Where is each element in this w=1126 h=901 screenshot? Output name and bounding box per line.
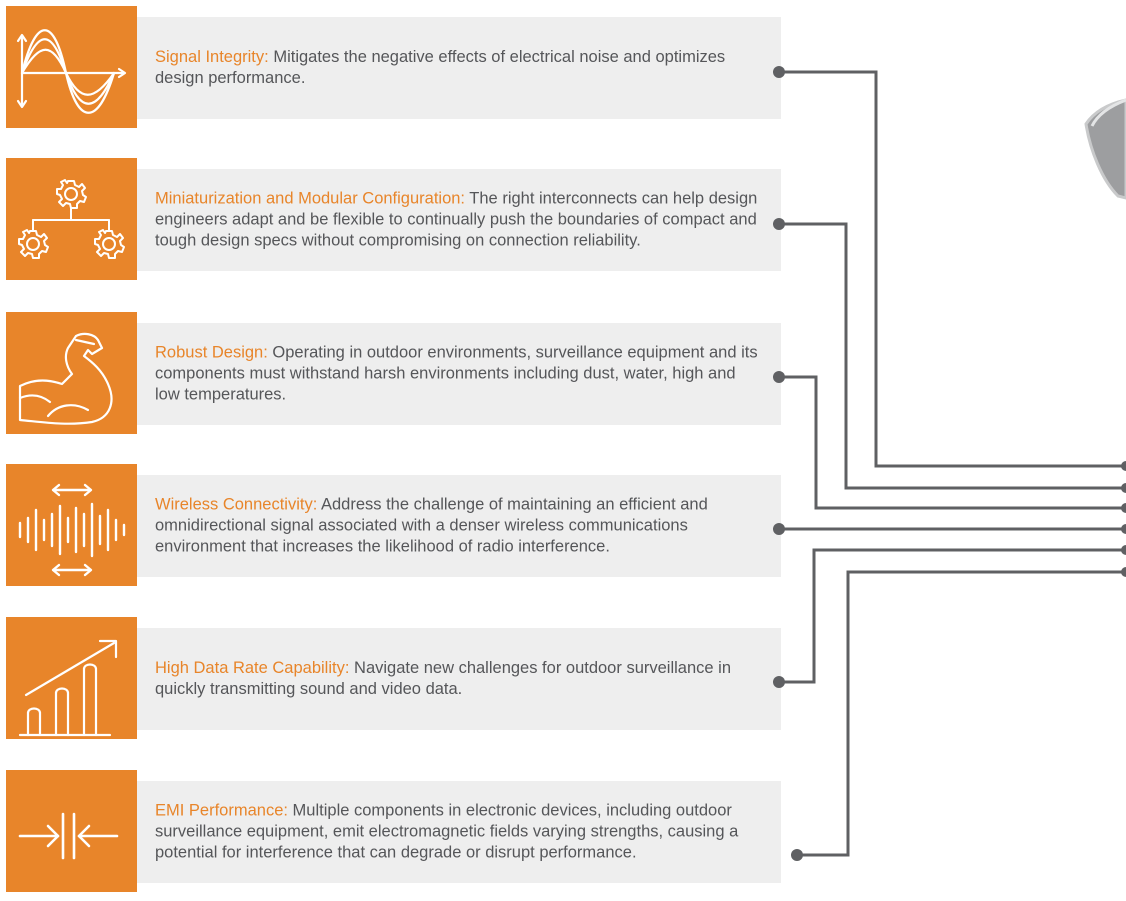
connector-line — [779, 70, 1126, 468]
feature-body: Mitigates the negative effects of electr… — [155, 48, 726, 87]
feature-text: Wireless Connectivity: Address the chall… — [155, 495, 761, 558]
connector-line — [797, 570, 1126, 857]
feature-row-robust-design: Robust Design: Operating in outdoor envi… — [6, 312, 781, 434]
feature-panel: EMI Performance: Multiple components in … — [137, 781, 781, 883]
connector-dot — [773, 676, 785, 688]
signal-wave-icon — [6, 464, 137, 586]
connector-line — [779, 375, 1126, 510]
feature-panel: Wireless Connectivity: Address the chall… — [137, 475, 781, 577]
feature-body: Operating in outdoor environments, surve… — [155, 343, 758, 404]
feature-panel: Signal Integrity: Mitigates the negative… — [137, 17, 781, 119]
connector-dot — [773, 218, 785, 230]
gear-network-icon — [6, 158, 137, 280]
feature-row-wireless-connectivity: Wireless Connectivity: Address the chall… — [6, 464, 781, 586]
feature-text: Miniaturization and Modular Configuratio… — [155, 189, 761, 252]
connector-end-dot — [1121, 524, 1126, 534]
connector-dot — [773, 523, 785, 535]
connector-dot — [791, 849, 803, 861]
device-edge-highlight — [1090, 98, 1126, 127]
connector-dot — [773, 371, 785, 383]
feature-row-miniaturization: Miniaturization and Modular Configuratio… — [6, 158, 781, 280]
feature-panel: Robust Design: Operating in outdoor envi… — [137, 323, 781, 425]
connector-end-dot — [1121, 545, 1126, 555]
feature-title: Miniaturization and Modular Configuratio… — [155, 189, 466, 208]
feature-body: Multiple components in electronic device… — [155, 801, 739, 862]
feature-body: Navigate new challenges for outdoor surv… — [155, 659, 731, 698]
feature-row-emi-performance: EMI Performance: Multiple components in … — [6, 770, 781, 892]
growth-chart-icon — [6, 617, 137, 739]
device-edge — [1084, 98, 1126, 200]
connector-end-dot — [1121, 567, 1126, 577]
connector-line — [779, 548, 1126, 684]
feature-title: EMI Performance: — [155, 801, 288, 820]
connector-end-dot — [1121, 503, 1126, 513]
feature-row-high-data-rate: High Data Rate Capability: Navigate new … — [6, 617, 781, 739]
connector-end-dot — [1121, 483, 1126, 493]
feature-title: Robust Design: — [155, 343, 268, 362]
feature-text: EMI Performance: Multiple components in … — [155, 801, 761, 864]
compression-arrows-icon — [6, 770, 137, 892]
sine-wave-icon — [6, 6, 137, 128]
feature-text: Robust Design: Operating in outdoor envi… — [155, 343, 761, 406]
feature-title: Signal Integrity: — [155, 48, 269, 66]
flexed-arm-icon — [6, 312, 137, 434]
feature-title: High Data Rate Capability: — [155, 659, 350, 677]
feature-row-signal-integrity: Signal Integrity: Mitigates the negative… — [6, 6, 781, 128]
connector-end-dot — [1121, 461, 1126, 471]
feature-text: Signal Integrity: Mitigates the negative… — [155, 47, 761, 89]
feature-body: The right interconnects can help design … — [155, 189, 758, 250]
feature-body: Address the challenge of maintaining an … — [155, 495, 708, 556]
connector-line — [779, 222, 1126, 490]
feature-panel: Miniaturization and Modular Configuratio… — [137, 169, 781, 271]
feature-title: Wireless Connectivity: — [155, 495, 318, 514]
feature-text: High Data Rate Capability: Navigate new … — [155, 658, 761, 700]
connector-dot — [773, 66, 785, 78]
feature-panel: High Data Rate Capability: Navigate new … — [137, 628, 781, 730]
